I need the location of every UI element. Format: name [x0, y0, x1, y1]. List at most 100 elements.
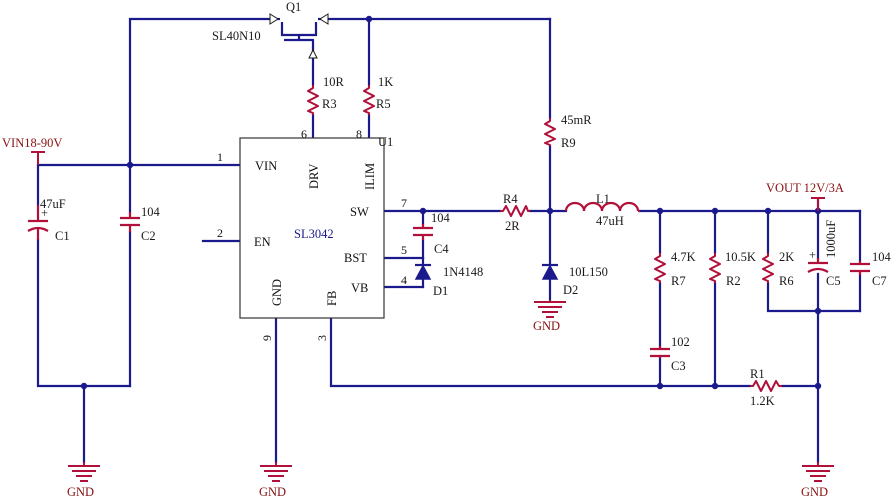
pin-name-sw: SW	[350, 205, 369, 219]
pin-num-en: 2	[217, 226, 223, 240]
r4-ref: R4	[503, 192, 518, 206]
r6-value: 2K	[779, 250, 794, 264]
junction-dot	[656, 207, 664, 215]
ic-ref: U1	[378, 135, 393, 149]
capacitor-c4: 104 C4	[413, 211, 451, 256]
r5-ref: R5	[376, 97, 391, 111]
capacitor-c2: 104 C2	[120, 205, 161, 243]
r3-ref: R3	[322, 97, 337, 111]
c2-value: 104	[141, 205, 161, 219]
junction-dot	[126, 161, 134, 169]
junction-dot	[546, 207, 554, 215]
c5-plus: +	[809, 248, 816, 262]
pin-num-vin: 1	[217, 150, 223, 164]
l1-value: 47uH	[596, 214, 624, 228]
gnd-label-left: GND	[67, 485, 94, 499]
ground-right: GND	[801, 462, 834, 499]
vin-label: VIN18-90V	[2, 136, 62, 150]
junction-dot	[814, 382, 822, 390]
wires	[36, 17, 862, 464]
q1-value: SL40N10	[212, 29, 261, 43]
pin-num-gnd: 9	[260, 335, 274, 341]
diode-d1: 1N4148 D1	[414, 263, 483, 298]
junctions	[80, 15, 822, 390]
resistor-r4: R4 2R	[500, 192, 530, 233]
pin-num-vb: 4	[401, 273, 407, 287]
mosfet-q1: Q1 SL40N10	[212, 0, 329, 59]
pin-name-fb: FB	[325, 291, 339, 306]
capacitor-c3: 102 C3	[650, 335, 690, 373]
junction-dot	[80, 382, 88, 390]
pin-name-drv: DRV	[307, 164, 321, 189]
junction-dot	[419, 207, 427, 215]
q1-pin-arrow-gate	[308, 48, 318, 59]
capacitor-c1: + 47uF C1	[27, 197, 70, 243]
pin-num-bst: 5	[401, 243, 407, 257]
c1-ref: C1	[55, 229, 70, 243]
c1-plus: +	[41, 206, 48, 220]
pin-num-fb: 3	[315, 335, 329, 341]
junction-dot	[656, 382, 664, 390]
ground-ic: GND	[259, 462, 292, 499]
ground-left: GND	[67, 462, 100, 499]
wire-c1-bottom	[36, 238, 132, 388]
gnd-label-right: GND	[801, 485, 828, 499]
pin-num-drv: 6	[301, 127, 307, 141]
c5-value: 1000uF	[824, 220, 838, 258]
r2-ref: R2	[726, 274, 741, 288]
q1-ref: Q1	[286, 0, 301, 14]
pin-name-ilim: ILIM	[363, 163, 377, 190]
pin-name-vb: VB	[351, 281, 368, 295]
pin-num-ilim: 8	[356, 127, 362, 141]
ground-d2: GND	[533, 300, 566, 333]
gnd-label-d2: GND	[533, 319, 560, 333]
c3-value: 102	[671, 335, 690, 349]
vin-terminal: VIN18-90V	[2, 136, 62, 165]
r1-ref: R1	[750, 367, 765, 381]
r6-ref: R6	[779, 274, 794, 288]
d1-ref: D1	[433, 284, 448, 298]
pin-name-en: EN	[254, 235, 271, 249]
pin-name-bst: BST	[344, 251, 367, 265]
gnd-label-ic: GND	[259, 485, 286, 499]
r1-value: 1.2K	[750, 394, 775, 408]
ic-u1: U1 SL3042 VIN EN SW BST VB DRV ILIM GND …	[217, 127, 407, 341]
ic-part: SL3042	[294, 227, 334, 241]
resistor-r6: 2K R6	[762, 250, 794, 288]
junction-dot	[365, 15, 373, 23]
vout-terminal: VOUT 12V/3A	[766, 181, 844, 211]
r7-value: 4.7K	[671, 250, 696, 264]
c1-value: 47uF	[40, 197, 66, 211]
c7-ref: C7	[872, 274, 887, 288]
resistor-r9: 45mR R9	[544, 113, 592, 150]
r7-ref: R7	[671, 274, 686, 288]
c4-ref: C4	[434, 242, 449, 256]
diode-d2: 10L150 D2	[541, 263, 608, 297]
resistor-r5: 1K R5	[363, 75, 393, 115]
r9-ref: R9	[561, 136, 576, 150]
d2-value: 10L150	[569, 265, 608, 279]
inductor-l1: L1 47uH	[564, 192, 640, 228]
r3-value: 10R	[323, 75, 345, 89]
d2-ref: D2	[563, 283, 578, 297]
resistor-r2: 10.5K R2	[709, 250, 756, 288]
resistor-r3: 10R R3	[307, 75, 345, 115]
junction-dot	[711, 382, 719, 390]
c7-value: 104	[872, 250, 892, 264]
pin-num-sw: 7	[401, 196, 407, 210]
d1-value: 1N4148	[443, 265, 483, 279]
c2-ref: C2	[141, 229, 156, 243]
c5-ref: C5	[826, 274, 841, 288]
q1-pin-arrow-left	[269, 13, 279, 25]
c3-ref: C3	[671, 359, 686, 373]
vout-label: VOUT 12V/3A	[766, 181, 844, 195]
resistor-r1: R1 1.2K	[750, 367, 782, 408]
wire-vin-to-q1	[128, 17, 274, 167]
wire-r6-bottom	[766, 281, 862, 313]
pin-name-vin: VIN	[255, 159, 277, 173]
r2-value: 10.5K	[725, 250, 756, 264]
resistor-r7: 4.7K R7	[654, 250, 696, 288]
wire-fb	[329, 316, 752, 388]
junction-dot	[711, 207, 719, 215]
